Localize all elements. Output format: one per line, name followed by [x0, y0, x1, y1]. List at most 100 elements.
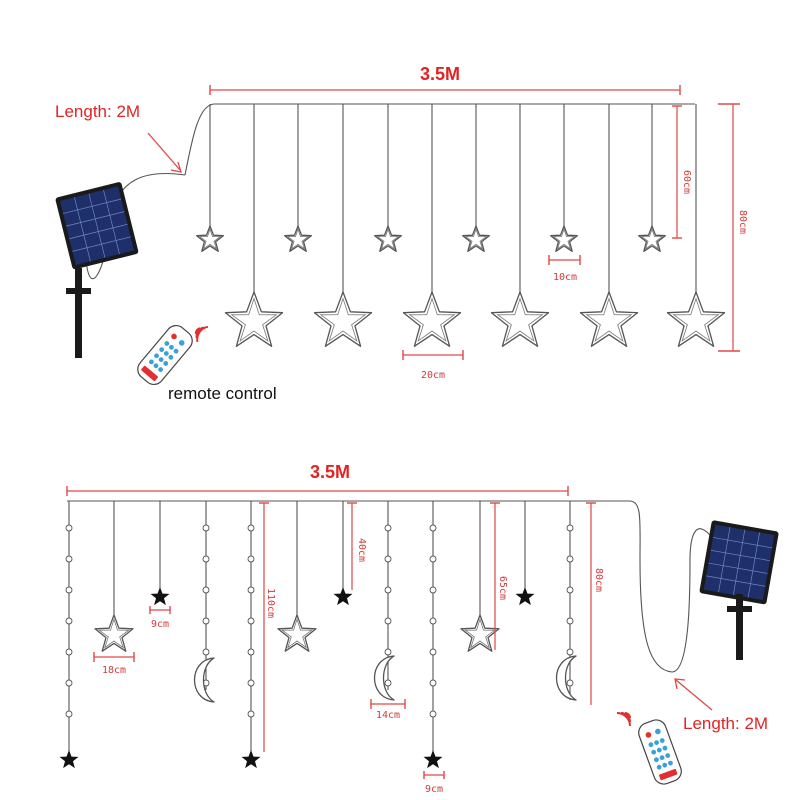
bottom-cable-arrow — [675, 679, 713, 711]
bulb — [65, 648, 73, 656]
star-light-icon — [313, 291, 373, 347]
top-cable-length-label: Length: 2M — [55, 102, 140, 121]
top-cable-arrow — [147, 132, 181, 171]
bulb — [247, 555, 255, 563]
top-dim-60cm: 60cm — [672, 105, 692, 239]
star-light-icon — [490, 291, 550, 347]
bottom-cable-length-label: Length: 2M — [683, 714, 768, 733]
top-width-dimension: 3.5M — [209, 64, 681, 95]
bottom-dim-110cm-label: 110cm — [265, 588, 276, 618]
star-light-icon — [374, 225, 402, 252]
bulb — [566, 524, 574, 532]
bottom-dim-40cm-label: 40cm — [356, 538, 367, 562]
star-light-icon — [241, 750, 261, 769]
bulb — [202, 617, 210, 625]
bottom-dim-80cm: 80cm — [586, 502, 604, 705]
bottom-dim-14cm: 14cm — [370, 699, 406, 721]
bulb — [384, 648, 392, 656]
bottom-star-moon-lights — [59, 587, 577, 769]
bulb — [429, 524, 437, 532]
bulb — [429, 586, 437, 594]
top-solar-panel-icon — [54, 181, 140, 271]
bottom-signal-waves-icon — [616, 712, 631, 727]
bulb — [65, 524, 73, 532]
bottom-width-label: 3.5M — [310, 462, 350, 482]
bulb — [65, 679, 73, 687]
bottom-dim-18cm: 18cm — [93, 652, 135, 676]
bulb — [566, 648, 574, 656]
star-light-icon — [515, 587, 535, 606]
bottom-dim-110cm: 110cm — [259, 502, 276, 752]
bottom-remote-control-icon — [635, 716, 685, 788]
bulb — [247, 679, 255, 687]
top-dim-20cm-label: 20cm — [421, 370, 445, 381]
bulb — [202, 555, 210, 563]
top-width-label: 3.5M — [420, 64, 460, 84]
star-light-icon — [579, 291, 639, 347]
bottom-dim-80cm-label: 80cm — [593, 568, 604, 592]
star-light-icon — [462, 225, 490, 252]
top-solar-stake — [75, 268, 82, 358]
star-light-icon — [150, 587, 170, 606]
bottom-dim-40cm: 40cm — [347, 502, 367, 590]
bottom-solar-stake — [736, 594, 743, 660]
bottom-curtain-bulbs — [65, 524, 574, 718]
star-light-icon — [460, 614, 500, 652]
moon-light-icon — [193, 657, 215, 703]
bulb — [65, 586, 73, 594]
moon-light-icon — [373, 655, 395, 701]
bulb — [202, 524, 210, 532]
bulb — [384, 524, 392, 532]
top-remote-control-icon — [133, 320, 197, 390]
top-remote-label: remote control — [168, 384, 277, 403]
bottom-drop-wires — [68, 501, 571, 751]
star-light-icon — [224, 291, 284, 347]
bottom-dim-18cm-label: 18cm — [102, 665, 126, 676]
star-light-icon — [423, 750, 443, 769]
top-signal-waves-icon — [194, 325, 212, 343]
top-dim-80cm: 80cm — [718, 103, 748, 352]
top-dim-60cm-label: 60cm — [681, 170, 692, 194]
bulb — [202, 648, 210, 656]
top-diagram: 3.5M 60cm 80cm 10cm 20cm — [54, 64, 748, 403]
bulb — [65, 617, 73, 625]
bottom-bar-wire — [67, 500, 673, 673]
bulb — [247, 524, 255, 532]
bulb — [65, 555, 73, 563]
top-dim-10cm-label: 10cm — [553, 272, 577, 283]
bottom-width-dimension: 3.5M — [66, 462, 569, 496]
top-dim-20cm: 20cm — [402, 350, 464, 381]
bulb — [429, 617, 437, 625]
bulb — [384, 586, 392, 594]
star-light-icon — [638, 225, 666, 252]
bottom-dim-65cm-label: 65cm — [497, 576, 508, 600]
top-star-lights — [196, 225, 726, 347]
moon-light-icon — [555, 655, 577, 701]
bulb — [202, 586, 210, 594]
bulb — [247, 586, 255, 594]
bulb — [429, 555, 437, 563]
bottom-dim-65cm: 65cm — [490, 502, 508, 650]
top-drop-wires — [209, 104, 697, 295]
bottom-solar-panel-icon — [698, 519, 780, 606]
bulb — [384, 617, 392, 625]
star-light-icon — [277, 614, 317, 652]
top-dim-80cm-label: 80cm — [737, 210, 748, 234]
bulb — [429, 648, 437, 656]
bottom-dim-9cm-bottom-label: 9cm — [425, 784, 443, 795]
bulb — [247, 648, 255, 656]
star-light-icon — [550, 225, 578, 252]
bulb — [65, 710, 73, 718]
bulb — [566, 555, 574, 563]
bulb — [247, 710, 255, 718]
star-light-icon — [94, 614, 134, 652]
star-light-icon — [196, 225, 224, 252]
star-light-icon — [59, 750, 79, 769]
bottom-dim-9cm-top-label: 9cm — [151, 619, 169, 630]
bulb — [566, 586, 574, 594]
top-dim-10cm: 10cm — [548, 255, 581, 283]
top-bar-wire — [184, 103, 695, 176]
bulb — [247, 617, 255, 625]
star-light-icon — [666, 291, 726, 347]
